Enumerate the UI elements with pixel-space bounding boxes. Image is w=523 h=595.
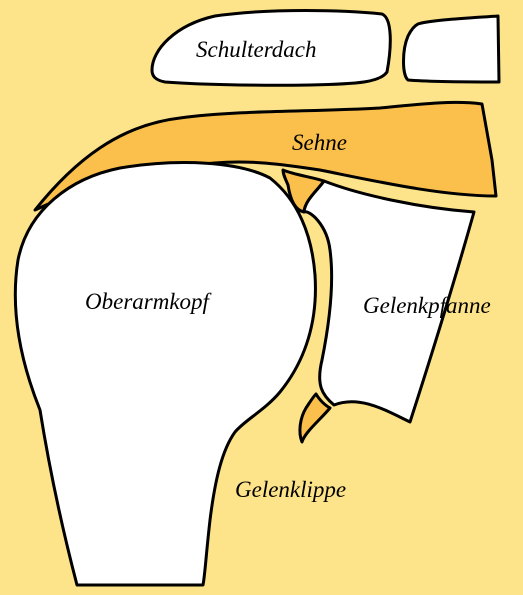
label-humeral-head: Oberarmkopf [85,290,209,313]
label-tendon: Sehne [292,131,347,154]
label-acromion: Schulterdach [196,38,317,61]
label-glenoid: Gelenkpfanne [363,294,491,317]
label-labrum: Gelenklippe [235,478,346,501]
acromion-right [404,16,500,82]
